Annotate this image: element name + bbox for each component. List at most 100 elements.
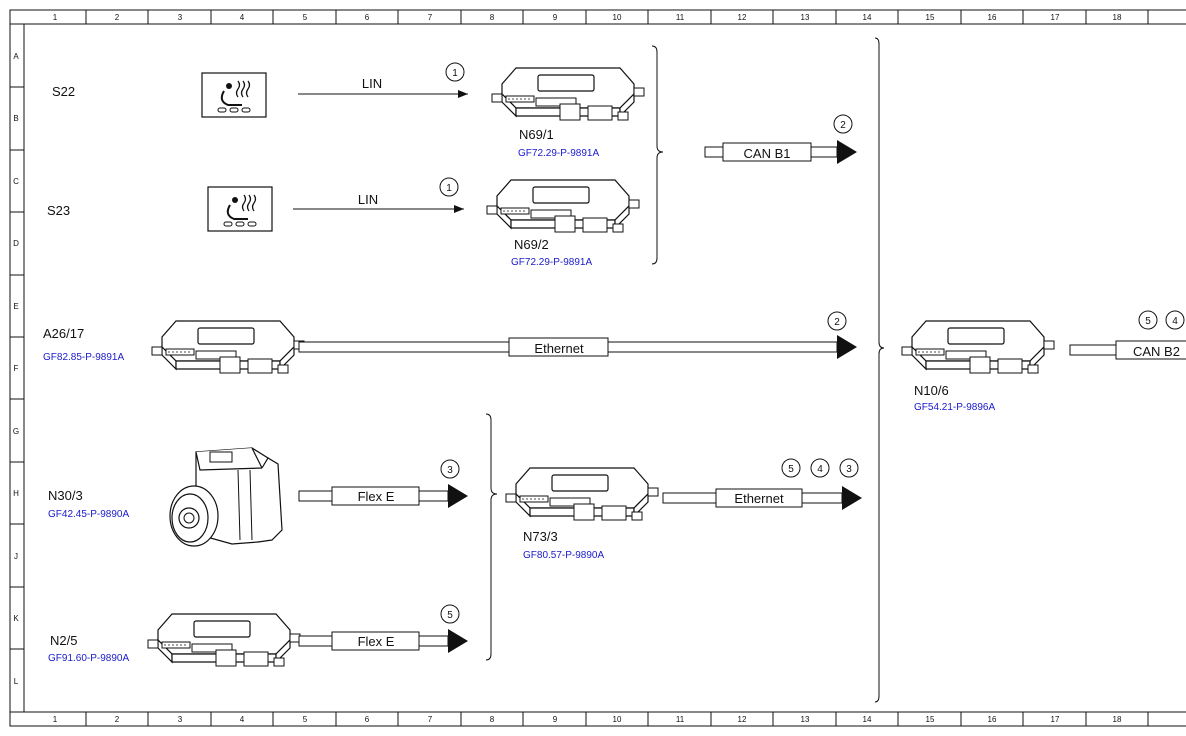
callout-2-can-b1: 2: [833, 114, 853, 134]
n69-2-reference-link[interactable]: GF72.29-P-9891A: [511, 257, 592, 268]
can-b2-bus-arrow: [1069, 340, 1186, 360]
callout-5-flex-e: 5: [440, 604, 460, 624]
n2-5-module-icon: [147, 613, 301, 667]
col-label-top: 14: [863, 13, 872, 22]
column-ruler-top: 1 2 3 4 5 6 7 8 9 10 11 12 13 14 15 16 1…: [53, 10, 1149, 24]
group-brace-n73: [485, 413, 498, 661]
row-label: K: [13, 614, 19, 623]
svg-text:5: 5: [1145, 316, 1151, 327]
svg-text:3: 3: [447, 465, 453, 476]
n69-1-label: N69/1: [519, 127, 554, 142]
row-label: A: [13, 52, 19, 61]
flex-e-n30-label: Flex E: [358, 489, 395, 504]
callout-4-ethernet-n73: 4: [810, 458, 830, 478]
col-label-top: 13: [801, 13, 810, 22]
callout-3-ethernet-n73: 3: [839, 458, 859, 478]
col-label-top: 4: [240, 13, 245, 22]
callout-1-s22: 1: [445, 62, 465, 82]
seat-heater-switch-s22-icon: [201, 72, 267, 118]
col-label-top: 12: [738, 13, 747, 22]
callout-2-ethernet: 2: [827, 311, 847, 331]
col-label-top: 8: [490, 13, 495, 22]
col-label-bottom: 18: [1113, 715, 1122, 724]
column-ruler-bottom: 1 2 3 4 5 6 7 8 9 10 11 12 13 14 15 16 1…: [53, 712, 1149, 726]
lin-label-s22: LIN: [362, 76, 382, 91]
n2-5-label: N2/5: [50, 633, 77, 648]
col-label-top: 15: [926, 13, 935, 22]
col-label-bottom: 5: [303, 715, 308, 724]
n2-5-reference-link[interactable]: GF91.60-P-9890A: [48, 653, 129, 664]
col-label-bottom: 16: [988, 715, 997, 724]
col-label-bottom: 10: [613, 715, 622, 724]
ethernet-n73-label: Ethernet: [734, 491, 784, 506]
col-label-top: 2: [115, 13, 120, 22]
n10-6-label: N10/6: [914, 383, 949, 398]
col-label-top: 1: [53, 13, 58, 22]
row-label: E: [13, 302, 18, 311]
row-label: C: [13, 177, 19, 186]
s22-label: S22: [52, 84, 75, 99]
ethernet-a26-bus-arrow: [298, 335, 857, 359]
col-label-bottom: 14: [863, 715, 872, 724]
n30-3-reference-link[interactable]: GF42.45-P-9890A: [48, 509, 129, 520]
n69-1-module-icon: [491, 67, 645, 121]
col-label-bottom: 6: [365, 715, 370, 724]
ethernet-n73-bus-arrow: [662, 486, 862, 510]
col-label-bottom: 17: [1051, 715, 1060, 724]
col-label-top: 18: [1113, 13, 1122, 22]
a26-17-reference-link[interactable]: GF82.85-P-9891A: [43, 352, 124, 363]
svg-text:4: 4: [1172, 316, 1178, 327]
camera-module-n30-3-icon: [169, 447, 283, 547]
n69-2-label: N69/2: [514, 237, 549, 252]
col-label-bottom: 1: [53, 715, 58, 724]
row-label: L: [14, 677, 19, 686]
svg-text:4: 4: [817, 464, 823, 475]
col-label-top: 7: [428, 13, 433, 22]
col-label-top: 10: [613, 13, 622, 22]
callout-5-can-b2: 5: [1138, 310, 1158, 330]
col-label-bottom: 2: [115, 715, 120, 724]
n73-3-reference-link[interactable]: GF80.57-P-9890A: [523, 550, 604, 561]
col-label-bottom: 3: [178, 715, 183, 724]
col-label-top: 3: [178, 13, 183, 22]
col-label-top: 6: [365, 13, 370, 22]
row-label: D: [13, 239, 19, 248]
col-label-top: 5: [303, 13, 308, 22]
col-label-bottom: 15: [926, 715, 935, 724]
col-label-bottom: 12: [738, 715, 747, 724]
n73-3-label: N73/3: [523, 529, 558, 544]
col-label-bottom: 8: [490, 715, 495, 724]
ethernet-a26-label: Ethernet: [534, 341, 584, 356]
svg-text:2: 2: [834, 317, 840, 328]
flex-e-n2-label: Flex E: [358, 634, 395, 649]
col-label-top: 16: [988, 13, 997, 22]
row-label: J: [14, 552, 18, 561]
can-b2-label: CAN B2: [1133, 344, 1180, 359]
flex-e-n30-bus-arrow: [298, 484, 468, 508]
svg-text:5: 5: [447, 610, 453, 621]
col-label-top: 11: [676, 13, 685, 22]
can-b1-label: CAN B1: [744, 146, 791, 161]
n69-1-reference-link[interactable]: GF72.29-P-9891A: [518, 148, 599, 159]
n30-3-label: N30/3: [48, 488, 83, 503]
col-label-bottom: 4: [240, 715, 245, 724]
callout-5-ethernet-n73: 5: [781, 458, 801, 478]
drawing-frame: [9, 9, 1186, 727]
a26-17-label: A26/17: [43, 326, 84, 341]
svg-text:3: 3: [846, 464, 852, 475]
row-ruler-left: A B C D E F G H J K L: [10, 52, 24, 686]
n73-3-module-icon: [505, 467, 659, 521]
n69-2-module-icon: [486, 179, 640, 233]
s23-label: S23: [47, 203, 70, 218]
group-brace-main: [874, 37, 885, 703]
a26-17-module-icon: [151, 320, 305, 374]
n10-6-reference-link[interactable]: GF54.21-P-9896A: [914, 402, 995, 413]
row-label: H: [13, 489, 19, 498]
can-b1-bus-arrow: [704, 140, 857, 164]
row-label: G: [13, 427, 19, 436]
svg-text:1: 1: [446, 183, 452, 194]
row-label: F: [14, 364, 19, 373]
col-label-top: 17: [1051, 13, 1060, 22]
flex-e-n2-bus-arrow: [298, 629, 468, 653]
col-label-bottom: 11: [676, 715, 685, 724]
